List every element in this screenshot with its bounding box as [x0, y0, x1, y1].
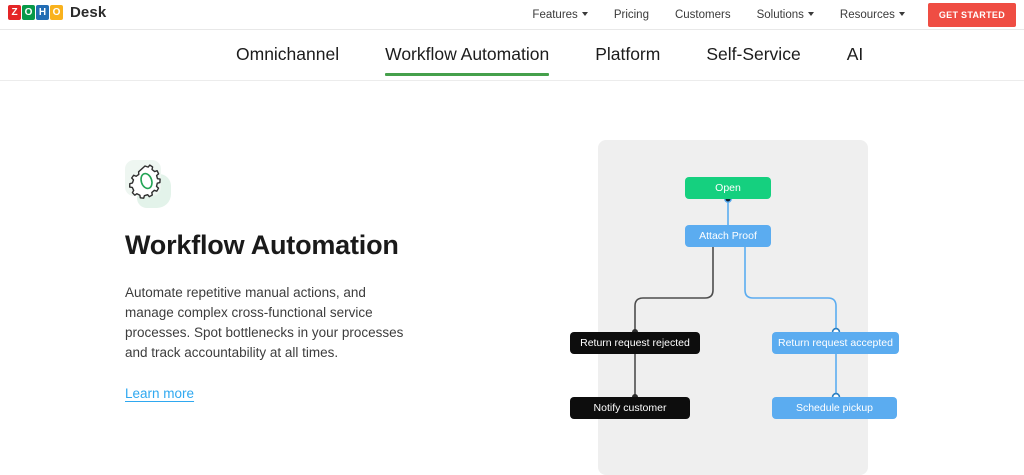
edge-attach-rejected [634, 247, 714, 332]
flow-node-return-request-accepted[interactable]: Return request accepted [772, 332, 899, 354]
flow-node-schedule-pickup[interactable]: Schedule pickup [772, 397, 897, 419]
nav-label-features: Features [532, 9, 578, 21]
tab-ai[interactable]: AI [846, 44, 864, 64]
nav-item-features[interactable]: Features [519, 0, 600, 30]
nav-label-customers: Customers [674, 9, 731, 21]
flow-node-return-request-rejected[interactable]: Return request rejected [570, 332, 700, 354]
feature-content: Workflow Automation Automate repetitive … [125, 160, 445, 403]
gear-glyph-icon [129, 164, 161, 199]
chevron-down-icon [807, 11, 814, 16]
page-title: Workflow Automation [125, 230, 399, 260]
primary-nav: Features Pricing Customers Solutions Res… [519, 0, 1018, 30]
nav-item-pricing[interactable]: Pricing [601, 0, 662, 30]
tab-self-service[interactable]: Self-Service [706, 44, 801, 64]
chevron-down-icon [581, 11, 588, 16]
logo-tile-o1: O [22, 5, 35, 20]
get-started-button[interactable]: GET STARTED [927, 3, 1016, 27]
flow-node-attach-proof[interactable]: Attach Proof [685, 225, 771, 247]
tab-platform[interactable]: Platform [595, 44, 661, 64]
site-header: Z O H O Desk Features Pricing Customers … [0, 0, 1024, 30]
logo-tile-h: H [36, 5, 49, 20]
nav-label-resources: Resources [839, 9, 895, 21]
learn-more-link[interactable]: Learn more [125, 386, 195, 402]
nav-label-solutions: Solutions [756, 9, 804, 21]
flow-node-open[interactable]: Open [685, 177, 771, 199]
nav-item-resources[interactable]: Resources [827, 0, 918, 30]
chevron-down-icon [898, 11, 905, 16]
section-tabs: Omnichannel Workflow Automation Platform… [0, 31, 1024, 81]
edge-attach-accepted [744, 247, 837, 332]
tab-omnichannel[interactable]: Omnichannel [236, 44, 340, 64]
gear-icon [125, 160, 173, 208]
product-name: Desk [70, 4, 107, 21]
nav-item-customers[interactable]: Customers [662, 0, 744, 30]
zoho-logo-icon: Z O H O [8, 5, 63, 20]
logo-tile-z: Z [8, 5, 21, 20]
brand-logo[interactable]: Z O H O Desk [8, 4, 106, 21]
workflow-diagram: Open Attach Proof Return request rejecte… [560, 135, 960, 475]
flow-node-notify-customer[interactable]: Notify customer [570, 397, 690, 419]
nav-item-solutions[interactable]: Solutions [744, 0, 827, 30]
feature-description: Automate repetitive manual actions, and … [125, 285, 404, 361]
nav-label-pricing: Pricing [613, 9, 649, 21]
logo-tile-o2: O [50, 5, 63, 20]
tab-workflow-automation[interactable]: Workflow Automation [385, 32, 571, 79]
